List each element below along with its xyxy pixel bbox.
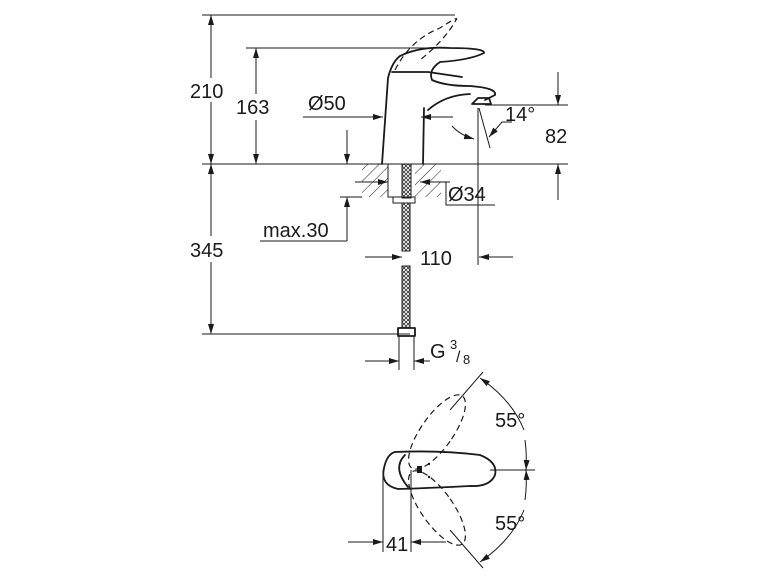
dim-label-110: 110 — [420, 248, 452, 270]
outlet-height-dimension: 82 — [545, 72, 567, 200]
lever-offset-dimension: 41 — [348, 470, 446, 556]
dim-label-82: 82 — [545, 126, 567, 148]
body-diameter-dimension: Ø50 — [303, 93, 453, 120]
dim-label-max30: max.30 — [263, 220, 329, 242]
connection-thread-dimension: G 3 / 8 — [365, 337, 470, 367]
lever-top-view: 55° 55° — [382, 371, 535, 569]
angle-label-down: 55° — [495, 513, 525, 535]
dim-label-d50: Ø50 — [308, 93, 346, 115]
height-dimension-163: 163 — [236, 48, 269, 164]
dim-label-345: 345 — [190, 240, 223, 262]
angle-label-up: 55° — [495, 410, 525, 432]
spout-angle-dimension: 14° — [451, 104, 535, 265]
countertop-section — [362, 163, 441, 204]
dim-label-d34: Ø34 — [448, 184, 486, 206]
thread-label-numerator: 3 — [450, 337, 457, 352]
projection-dimension: 110 — [365, 248, 513, 270]
faucet-side-view — [381, 18, 496, 165]
dim-label-41: 41 — [386, 534, 408, 556]
mount-diameter-dimension: Ø34 — [355, 179, 495, 206]
hose-dimension-345: 345 — [190, 164, 223, 334]
dim-label-163: 163 — [236, 97, 269, 119]
max-thickness-dimension: max.30 — [260, 130, 362, 242]
thread-label-denominator: 8 — [463, 352, 470, 367]
dim-label-210: 210 — [190, 81, 223, 103]
thread-label-g: G — [430, 341, 446, 363]
height-dimension-210: 210 — [190, 15, 223, 164]
svg-text:/: / — [456, 349, 461, 366]
supply-hose — [397, 202, 416, 370]
dim-label-14deg: 14° — [505, 104, 535, 126]
